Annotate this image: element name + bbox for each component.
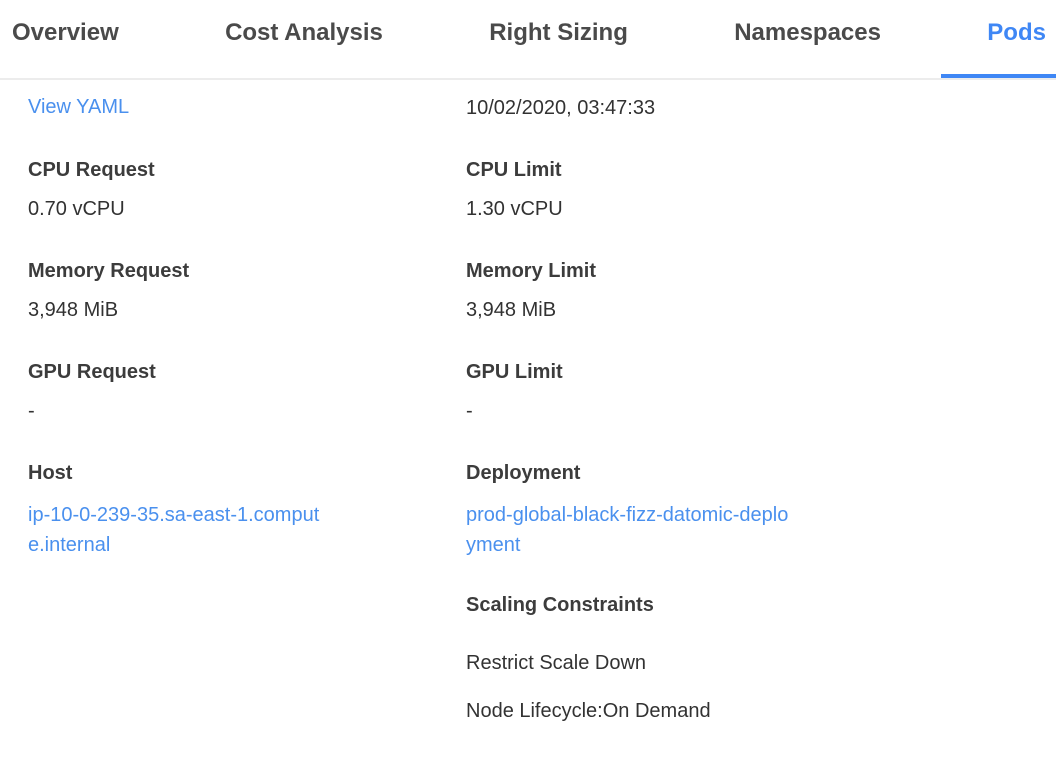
cpu-request-label: CPU Request [28,159,155,181]
tab-namespaces[interactable]: Namespaces [734,19,881,46]
gpu-request-label: GPU Request [28,361,156,383]
tab-pods[interactable]: Pods [941,0,1056,78]
deployment-link[interactable]: prod-global-black-fizz-datomic-deploymen… [466,504,789,556]
host-field: Host ip-10-0-239-35.sa-east-1.compute.in… [28,461,466,723]
gpu-request-value: - [28,400,35,422]
host-label: Host [28,462,73,484]
view-yaml-cell: View YAML [28,96,466,120]
memory-limit-label: Memory Limit [466,260,597,282]
detail-row-host-deployment: Host ip-10-0-239-35.sa-east-1.compute.in… [28,461,1056,723]
cpu-limit-label: CPU Limit [466,159,562,181]
cpu-limit-field: CPU Limit 1.30 vCPU [466,158,1056,221]
memory-limit-value: 3,948 MiB [466,299,557,321]
host-link[interactable]: ip-10-0-239-35.sa-east-1.compute.interna… [28,504,320,556]
memory-limit-field: Memory Limit 3,948 MiB [466,259,1056,322]
detail-row-memory: Memory Request 3,948 MiB Memory Limit 3,… [28,259,1056,322]
memory-request-field: Memory Request 3,948 MiB [28,259,466,322]
timestamp-cell: 10/02/2020, 03:47:33 [466,96,1056,120]
tab-overview[interactable]: Overview [12,19,119,46]
cpu-request-value: 0.70 vCPU [28,198,125,220]
scaling-constraint-item: Node Lifecycle:On Demand [466,700,711,722]
detail-row-cpu: CPU Request 0.70 vCPU CPU Limit 1.30 vCP… [28,158,1056,221]
gpu-limit-label: GPU Limit [466,361,563,383]
deployment-and-scaling-cell: Deployment prod-global-black-fizz-datomi… [466,461,1056,723]
pod-details-panel: View YAML 10/02/2020, 03:47:33 CPU Reque… [0,80,1056,723]
scaling-constraints-label: Scaling Constraints [466,594,654,616]
detail-row-header: View YAML 10/02/2020, 03:47:33 [28,96,1056,120]
pod-timestamp: 10/02/2020, 03:47:33 [466,97,656,119]
gpu-limit-value: - [466,400,473,422]
cpu-limit-value: 1.30 vCPU [466,198,563,220]
deployment-field: Deployment prod-global-black-fizz-datomi… [466,461,1056,560]
deployment-label: Deployment [466,462,581,484]
view-yaml-link[interactable]: View YAML [28,96,130,118]
gpu-limit-field: GPU Limit - [466,360,1056,423]
active-tab-indicator [941,74,1056,78]
tab-bar: Overview Cost Analysis Right Sizing Name… [0,0,1056,80]
scaling-constraint-item: Restrict Scale Down [466,652,647,674]
tab-cost-analysis[interactable]: Cost Analysis [225,19,383,46]
cpu-request-field: CPU Request 0.70 vCPU [28,158,466,221]
memory-request-value: 3,948 MiB [28,299,119,321]
memory-request-label: Memory Request [28,260,190,282]
detail-row-gpu: GPU Request - GPU Limit - [28,360,1056,423]
gpu-request-field: GPU Request - [28,360,466,423]
tab-pods-label: Pods [987,19,1046,46]
tab-right-sizing[interactable]: Right Sizing [489,19,628,46]
